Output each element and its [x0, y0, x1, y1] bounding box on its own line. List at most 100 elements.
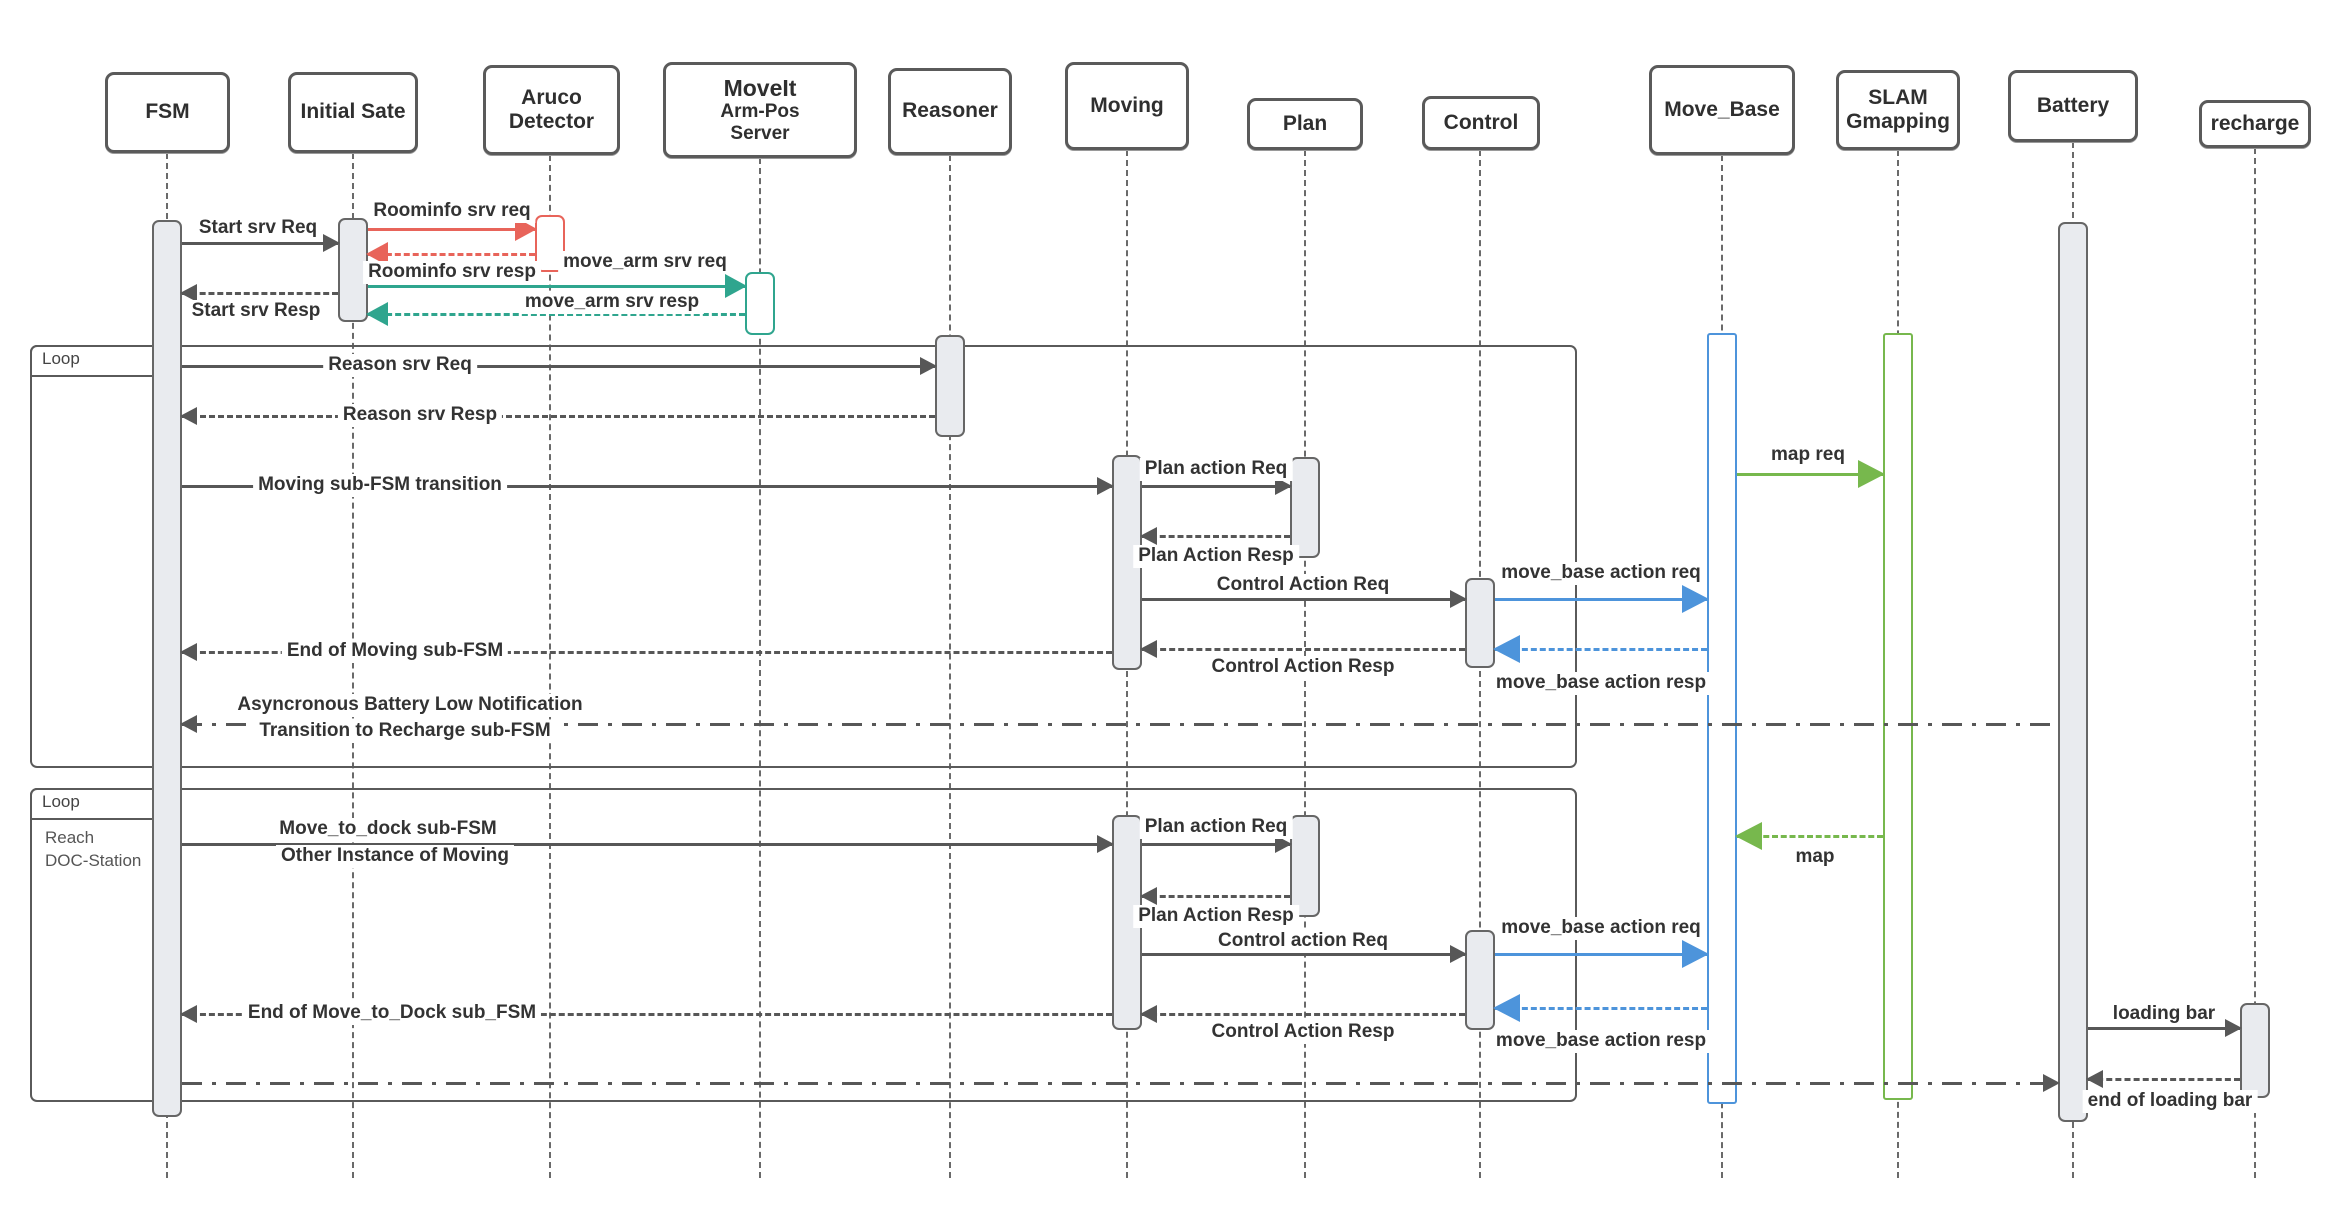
- msg-plan-req1-arrow: [1142, 477, 1292, 495]
- msg-plan-resp1-label: Plan Action Resp: [1133, 545, 1299, 568]
- msg-plan-resp2-arrow: [1140, 887, 1290, 905]
- msg-control-resp1-label: Control Action Resp: [1206, 656, 1400, 679]
- activation-recharge: [2240, 1003, 2270, 1098]
- msg-move-base-resp2-label: move_base action resp: [1490, 1030, 1712, 1053]
- lifeline-recharge: [2254, 148, 2256, 1178]
- msg-start-srv-resp-label: Start srv Resp: [186, 300, 326, 323]
- msg-battery-low-label-line2: Transition to Recharge sub-FSM: [254, 720, 556, 743]
- msg-move-arm-srv-req-label: move_arm srv req: [558, 251, 732, 274]
- msg-end-loading-bar-arrow: [2086, 1070, 2240, 1088]
- actor-battery-label: Battery: [2036, 93, 2110, 117]
- activation-control-2: [1465, 930, 1495, 1030]
- actor-moveit-line2: Arm-Pos: [720, 101, 800, 123]
- msg-fsm-to-battery-arrow: [182, 1074, 2060, 1092]
- msg-reason-srv-req-arrow: [182, 357, 937, 375]
- loop-note-line2: DOC-Station: [45, 850, 142, 870]
- actor-moving-label: Moving: [1090, 93, 1164, 117]
- activation-control-1: [1465, 578, 1495, 668]
- actor-control-label: Control: [1443, 110, 1519, 134]
- msg-roominfo-srv-req-arrow: [368, 217, 537, 241]
- msg-end-moving-label: End of Moving sub-FSM: [281, 640, 509, 663]
- actor-plan-label: Plan: [1282, 111, 1328, 135]
- msg-plan-resp1-arrow: [1140, 527, 1290, 545]
- actor-moveit: MoveIt Arm-Pos Server: [663, 62, 857, 158]
- msg-plan-req1-label: Plan action Req: [1139, 458, 1293, 481]
- activation-initial-sate: [338, 218, 368, 322]
- msg-plan-resp2-label: Plan Action Resp: [1133, 905, 1299, 928]
- msg-start-srv-req-label: Start srv Req: [193, 217, 323, 240]
- msg-reason-srv-resp-label: Reason srv Resp: [337, 404, 503, 427]
- loop-note-line1: Reach: [45, 828, 95, 847]
- msg-move-base-req2-arrow: [1495, 940, 1709, 968]
- activation-fsm: [152, 220, 182, 1117]
- msg-moving-transition-label: Moving sub-FSM transition: [253, 474, 507, 497]
- msg-move-to-dock-arrow: [182, 835, 1114, 853]
- msg-roominfo-srv-req-label: Roominfo srv req: [368, 200, 536, 223]
- msg-battery-low-label-line1: Asyncronous Battery Low Notification: [232, 694, 588, 717]
- actor-fsm: FSM: [105, 72, 230, 153]
- msg-map-resp-label: map: [1790, 846, 1840, 869]
- msg-move-base-req1-arrow: [1495, 585, 1709, 613]
- msg-reason-srv-req-label: Reason srv Req: [323, 354, 477, 377]
- actor-aruco-line1: Aruco: [521, 85, 582, 109]
- loop-frame-2-label: Loop: [42, 792, 80, 811]
- loop-frame-1-label: Loop: [42, 349, 80, 368]
- loop-frame-2: [30, 788, 1577, 1102]
- msg-end-loading-bar-label: end of loading bar: [2082, 1090, 2258, 1113]
- activation-moving-2: [1112, 815, 1142, 1030]
- actor-move-base-label: Move_Base: [1664, 97, 1780, 121]
- msg-loading-bar-arrow: [2088, 1019, 2242, 1037]
- activation-move-base: [1707, 333, 1737, 1104]
- msg-move-base-resp1-arrow: [1493, 635, 1707, 663]
- msg-control-resp2-label: Control Action Resp: [1206, 1021, 1400, 1044]
- lifeline-moveit: [759, 158, 761, 1178]
- msg-reason-srv-resp-arrow: [180, 407, 935, 425]
- actor-slam-line1: SLAM: [1868, 85, 1928, 109]
- msg-move-base-resp2-arrow: [1493, 994, 1707, 1022]
- msg-move-base-resp1-label: move_base action resp: [1490, 672, 1712, 695]
- activation-plan-2: [1290, 815, 1320, 917]
- actor-slam-line2: Gmapping: [1846, 110, 1950, 133]
- msg-battery-low-arrow: [180, 715, 2058, 733]
- msg-move-base-req2-label: move_base action req: [1496, 917, 1706, 940]
- actor-recharge: recharge: [2199, 100, 2311, 148]
- lifeline-aruco-detector: [549, 155, 551, 1178]
- msg-move-to-dock-label-line1: Move_to_dock sub-FSM: [274, 818, 502, 841]
- actor-fsm-label: FSM: [145, 100, 190, 124]
- msg-end-dock-arrow: [180, 1005, 1112, 1023]
- activation-moveit: [745, 272, 775, 335]
- actor-plan: Plan: [1247, 98, 1363, 150]
- msg-map-resp-arrow: [1735, 822, 1883, 850]
- msg-move-arm-srv-req-arrow: [368, 274, 747, 298]
- actor-reasoner: Reasoner: [888, 68, 1012, 155]
- actor-moveit-line3: Server: [730, 123, 790, 145]
- actor-initial-sate: Initial Sate: [288, 72, 418, 153]
- actor-recharge-label: recharge: [2210, 111, 2300, 135]
- msg-control-resp2-arrow: [1140, 1005, 1465, 1023]
- activation-plan-1: [1290, 457, 1320, 558]
- actor-moveit-line1: MoveIt: [723, 74, 797, 101]
- loop-frame-2-note: Reach DOC-Station: [45, 827, 141, 873]
- actor-battery: Battery: [2008, 70, 2138, 142]
- msg-moving-transition-arrow: [182, 477, 1114, 495]
- actor-slam-gmapping: SLAM Gmapping: [1836, 70, 1960, 150]
- actor-aruco-detector: Aruco Detector: [483, 65, 620, 155]
- actor-initial-sate-label: Initial Sate: [300, 100, 406, 124]
- msg-plan-req2-arrow: [1142, 835, 1292, 853]
- loop-frame-1: [30, 345, 1577, 768]
- activation-reasoner: [935, 335, 965, 437]
- msg-end-dock-label: End of Move_to_Dock sub_FSM: [242, 1002, 542, 1025]
- msg-move-to-dock-label-line2: Other Instance of Moving: [275, 845, 515, 868]
- msg-start-srv-resp-arrow: [180, 284, 338, 302]
- lifeline-initial-sate: [352, 153, 354, 1178]
- msg-end-moving-arrow: [180, 643, 1112, 661]
- actor-reasoner-label: Reasoner: [902, 99, 998, 123]
- actor-control: Control: [1422, 96, 1540, 150]
- msg-roominfo-srv-resp-arrow: [366, 242, 535, 266]
- msg-map-req-label: map req: [1766, 444, 1850, 467]
- actor-move-base: Move_Base: [1649, 65, 1795, 155]
- msg-start-srv-req-arrow: [182, 234, 340, 252]
- msg-map-req-arrow: [1737, 460, 1885, 488]
- msg-control-req2-arrow: [1142, 945, 1467, 963]
